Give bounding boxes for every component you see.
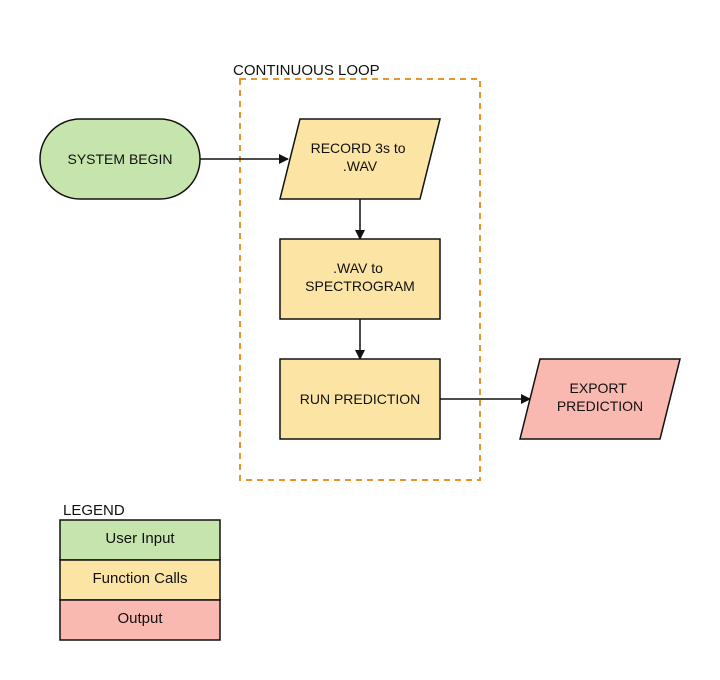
run-prediction-shape <box>279 358 441 440</box>
export-prediction-label: EXPORT PREDICTION <box>557 380 643 414</box>
record-wav-label: RECORD 3s to .WAV <box>311 140 410 174</box>
legend-title: LEGEND <box>63 502 125 519</box>
node-run-prediction: RUN PREDICTION <box>279 358 441 440</box>
system-begin-shape <box>39 118 201 200</box>
system-begin-label: SYSTEM BEGIN <box>67 151 172 167</box>
legend-swatch-output <box>59 599 221 641</box>
wav-to-spectrogram-label-line-2: SPECTROGRAM <box>305 278 415 294</box>
connectors <box>199 154 531 404</box>
node-record-wav: RECORD 3s to .WAV <box>279 118 441 200</box>
wav-to-spectrogram-shape <box>279 238 441 320</box>
run-prediction-label-line: RUN PREDICTION <box>300 391 421 407</box>
continuous-loop-label: CONTINUOUS LOOP <box>233 62 380 79</box>
record-wav-label-line-2: .WAV <box>343 158 378 174</box>
export-prediction-label-line-1: EXPORT <box>570 380 628 396</box>
run-prediction-label: RUN PREDICTION <box>300 391 421 407</box>
legend-label-output: Output <box>117 610 163 627</box>
wav-to-spectrogram-label: .WAV to SPECTROGRAM <box>305 260 415 294</box>
wav-to-spectrogram-label-line-1: .WAV to <box>333 260 383 276</box>
record-wav-label-line-1: RECORD 3s to <box>311 140 406 156</box>
export-prediction-shape <box>519 358 681 440</box>
node-wav-to-spectrogram: .WAV to SPECTROGRAM <box>279 238 441 320</box>
legend-label-user-input: User Input <box>105 530 175 547</box>
system-begin-label-line: SYSTEM BEGIN <box>67 151 172 167</box>
node-system-begin: SYSTEM BEGIN <box>39 118 201 200</box>
node-export-prediction: EXPORT PREDICTION <box>519 358 681 440</box>
legend-swatch-function-calls <box>59 559 221 601</box>
legend-label-function-calls: Function Calls <box>92 570 187 587</box>
record-wav-shape <box>279 118 441 200</box>
legend: LEGEND User Input Function Calls Output <box>59 502 221 641</box>
continuous-loop-boundary <box>239 78 481 481</box>
export-prediction-label-line-2: PREDICTION <box>557 398 643 414</box>
continuous-loop-group: CONTINUOUS LOOP <box>233 62 481 481</box>
